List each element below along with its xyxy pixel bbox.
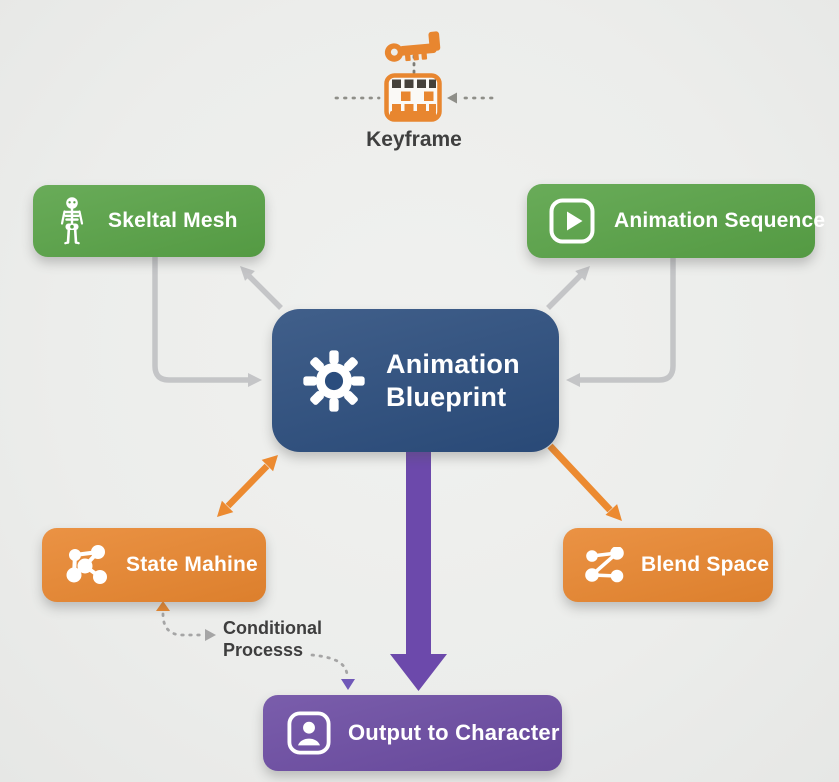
node-skeletal-mesh: Skeltal Mesh [33, 185, 265, 257]
state-machine-icon [66, 545, 108, 585]
key-icon [384, 31, 441, 62]
node-label: Animation Blueprint [386, 348, 520, 412]
arrowhead-down-right-orange-icon [605, 504, 622, 521]
arrowhead-left-icon [566, 373, 580, 387]
dashed-state-to-conditional [161, 612, 203, 637]
arrowhead-down-left-orange-icon [217, 500, 234, 517]
arrow-sequence-to-blueprint [580, 257, 676, 383]
keyframe-left-arrowhead-icon [447, 92, 457, 104]
node-label: Output to Character [348, 720, 560, 745]
arrowhead-up-right-orange-icon [261, 455, 278, 472]
node-label: Blend Space [641, 553, 770, 576]
arrow-skeletal-to-blueprint [152, 257, 248, 383]
person-icon [287, 711, 331, 755]
node-blend-space: Blend Space [563, 528, 773, 602]
node-label: State Mahine [126, 553, 258, 576]
blend-space-icon [585, 547, 625, 583]
skeleton-icon [55, 196, 89, 246]
arrow-blueprint-to-skeletal [246, 273, 283, 310]
arrow-blueprint-to-sequence [546, 272, 584, 310]
node-output-to-character: Output to Character [263, 695, 562, 771]
dashed-arrowhead-down-purple-icon [341, 679, 355, 690]
conditional-process-label: Conditional Processs [223, 618, 322, 660]
arrowhead-up-right-icon [575, 266, 590, 281]
node-label: Animation Sequence [614, 209, 826, 232]
dashed-conditional-to-output [310, 653, 349, 676]
keyframe-label: Keyframe [366, 128, 462, 151]
arrowhead-right-icon [248, 373, 262, 387]
gear-icon [302, 349, 366, 413]
arrowhead-up-left-icon [240, 266, 255, 281]
arrow-blueprint-to-blend [547, 443, 613, 513]
arrow-blueprint-state-bidirectional [225, 463, 270, 509]
node-label: Skeltal Mesh [108, 209, 238, 232]
node-state-machine: State Mahine [42, 528, 266, 602]
dashed-arrowhead-up-orange-icon [156, 601, 170, 611]
arrow-blueprint-to-output [390, 448, 447, 691]
play-icon [549, 198, 595, 244]
node-animation-blueprint: Animation Blueprint [272, 309, 559, 452]
film-strip-icon [384, 73, 442, 122]
node-animation-sequence: Animation Sequence [527, 184, 825, 258]
dashed-arrowhead-right-gray-icon [205, 629, 216, 641]
